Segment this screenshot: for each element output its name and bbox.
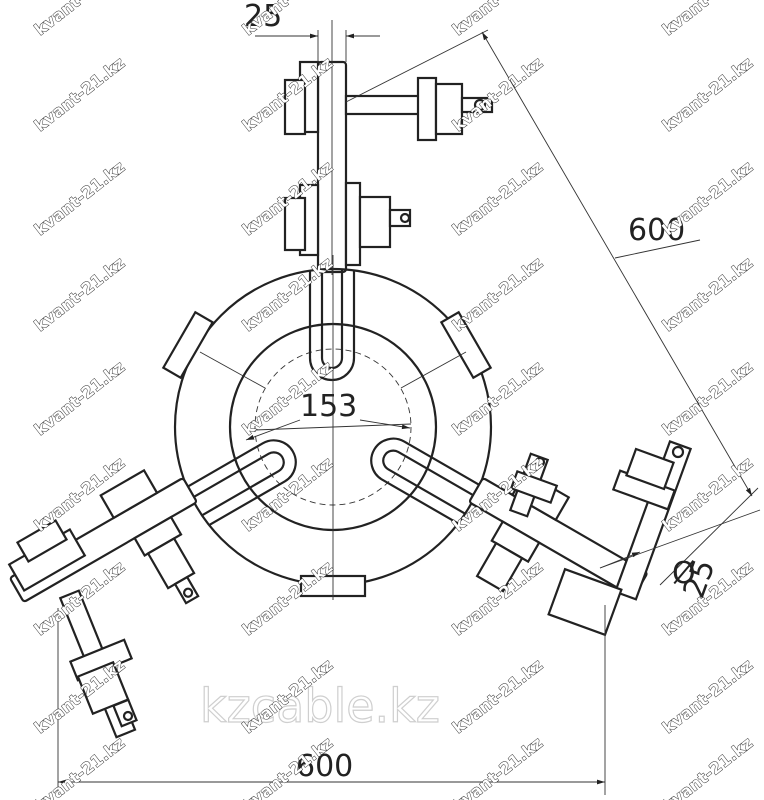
watermark: kvant-21.kz bbox=[31, 357, 129, 439]
watermark: kvant-21.kz bbox=[239, 557, 337, 639]
watermark-logo: kzcable.kz bbox=[200, 679, 440, 733]
dimension-bottom-length bbox=[57, 605, 606, 795]
dimension-side-length bbox=[345, 29, 759, 586]
watermark: kvant-21.kz bbox=[31, 53, 129, 135]
dimension-rod-diameter bbox=[599, 509, 761, 569]
watermark: kvant-21.kz bbox=[449, 53, 547, 135]
watermark: kvant-21.kz bbox=[659, 0, 757, 39]
top-arm bbox=[283, 20, 494, 275]
watermark: kvant-21.kz bbox=[659, 253, 757, 335]
dimension-inner-diameter bbox=[245, 419, 412, 441]
dimension-label-inner-diameter: 153 bbox=[300, 389, 357, 424]
watermark: kvant-21.kz bbox=[449, 157, 547, 239]
watermark: kvant-21.kz bbox=[449, 0, 547, 39]
watermark: kvant-21.kz bbox=[449, 357, 547, 439]
watermark: kvant-21.kz bbox=[659, 733, 757, 800]
watermark: kvant-21.kz bbox=[31, 157, 129, 239]
watermark: kvant-21.kz bbox=[31, 253, 129, 335]
ring-clamp bbox=[161, 255, 493, 600]
watermark: kvant-21.kz bbox=[659, 53, 757, 135]
watermark: kvant-21.kz bbox=[449, 655, 547, 737]
left-end-clamp bbox=[7, 518, 138, 739]
watermark: kvant-21.kz bbox=[659, 655, 757, 737]
watermark: kvant-21.kz bbox=[31, 0, 129, 39]
watermark: kvant-21.kz bbox=[449, 253, 547, 335]
watermark: kvant-21.kz bbox=[31, 733, 129, 800]
dimension-label-rod-diameter-symbol: Ø bbox=[672, 556, 696, 591]
dimension-label-top-width: 25 bbox=[244, 0, 282, 34]
watermark: kvant-21.kz bbox=[659, 357, 757, 439]
watermark: kvant-21.kz bbox=[449, 733, 547, 800]
dimension-top-width bbox=[255, 30, 380, 62]
watermark: kvant-21.kz bbox=[659, 157, 757, 239]
dimension-label-side-length: 600 bbox=[628, 213, 685, 248]
dimension-label-bottom-length: 600 bbox=[296, 749, 353, 784]
